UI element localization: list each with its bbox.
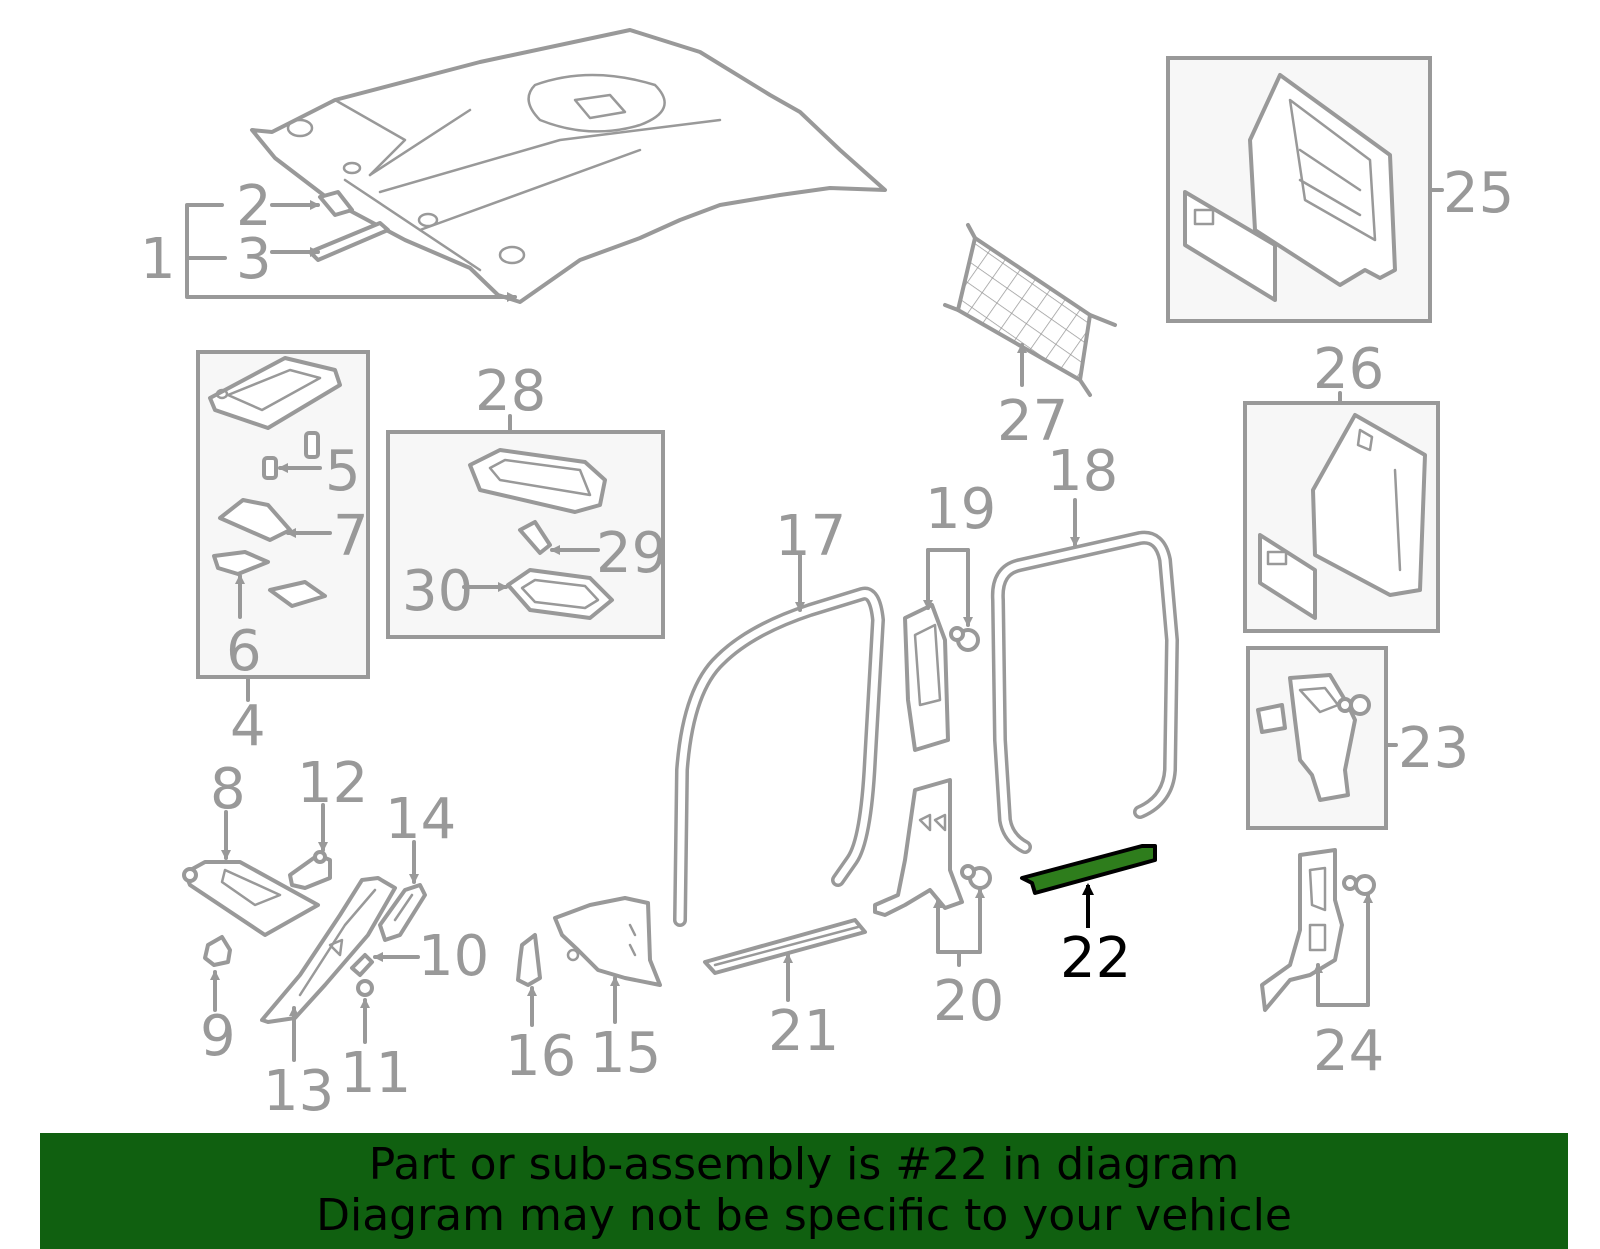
cargo-net: [943, 223, 1117, 397]
label-12: 12: [297, 751, 368, 816]
label-30: 30: [402, 559, 473, 624]
visor-holder-9: [203, 935, 232, 967]
label-23: 23: [1398, 716, 1469, 781]
label-25: 25: [1443, 161, 1514, 226]
clip-10: [350, 953, 374, 977]
label-10: 10: [418, 924, 489, 989]
scuff-plate-22-highlighted[interactable]: [1020, 844, 1157, 895]
label-16: 16: [505, 1024, 576, 1089]
label-17: 17: [775, 504, 846, 569]
label-20: 20: [933, 969, 1004, 1034]
part-3-strip: [308, 221, 390, 262]
label-2: 2: [236, 174, 272, 239]
pillar-trim-23: [1256, 673, 1371, 802]
part-2-pad: [318, 190, 354, 217]
label-8: 8: [210, 757, 246, 822]
label-29: 29: [596, 521, 667, 586]
label-4: 4: [230, 694, 266, 759]
bracket-16: [516, 933, 542, 987]
label-3: 3: [236, 227, 272, 292]
dome-lamp-housing: [208, 356, 342, 430]
bracket-1: [185, 200, 517, 302]
label-27: 27: [997, 389, 1068, 454]
info-banner: Part or sub-assembly is #22 in diagram D…: [40, 1133, 1568, 1249]
headliner: [250, 28, 887, 304]
pillar-trim-24: [1260, 848, 1376, 1012]
label-5: 5: [325, 439, 361, 504]
label-21: 21: [768, 999, 839, 1064]
door-weatherstrip-17: [673, 586, 885, 927]
lamp-base-7: [218, 498, 292, 542]
center-pillar-lower-20: [873, 778, 992, 917]
label-9: 9: [200, 1004, 236, 1069]
label-28: 28: [475, 359, 546, 424]
sun-visor-8: [182, 860, 320, 937]
cargo-trim-25: [1183, 73, 1397, 302]
banner-line-2: Diagram may not be specific to your vehi…: [316, 1190, 1292, 1241]
label-15: 15: [590, 1021, 661, 1086]
cowl-trim-15: [553, 896, 662, 987]
a-pillar-trim-13: [260, 876, 397, 1024]
label-22: 22: [1060, 926, 1131, 991]
lens-6: [212, 550, 327, 608]
label-19: 19: [925, 477, 996, 542]
label-26: 26: [1313, 337, 1384, 402]
label-1: 1: [140, 227, 176, 292]
grab-handle-14: [378, 883, 427, 942]
label-18: 18: [1047, 439, 1118, 504]
label-7: 7: [333, 504, 369, 569]
clip-11: [356, 979, 374, 997]
label-11: 11: [340, 1041, 411, 1106]
label-6: 6: [226, 619, 262, 684]
label-14: 14: [385, 787, 456, 852]
visor-holder-12: [288, 850, 332, 890]
door-weatherstrip-18: [990, 530, 1179, 854]
lens-30: [506, 568, 614, 620]
banner-line-1: Part or sub-assembly is #22 in diagram: [368, 1139, 1240, 1190]
map-lamp-housing: [468, 448, 607, 514]
scuff-plate-21: [703, 918, 867, 975]
bulb-5: [262, 431, 320, 480]
quarter-trim-26: [1258, 413, 1427, 620]
label-13: 13: [263, 1059, 334, 1124]
label-24: 24: [1313, 1019, 1384, 1084]
